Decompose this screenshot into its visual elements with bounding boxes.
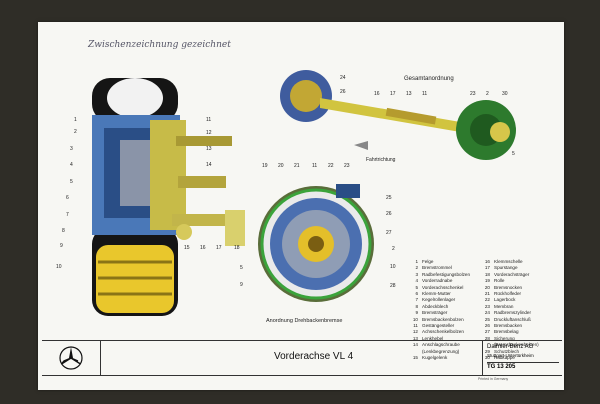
callout-17-top: 17 — [390, 91, 396, 97]
callout-1: 1 — [74, 117, 77, 123]
callout-27-drum: 27 — [386, 230, 392, 236]
callout-7: 7 — [66, 212, 69, 218]
callout-10-drum: 10 — [390, 264, 396, 270]
callout-3: 3 — [70, 146, 73, 152]
callout-16-top: 16 — [374, 91, 380, 97]
callout-9-drum: 9 — [240, 282, 243, 288]
callout-30-top: 30 — [502, 91, 508, 97]
callout-15: 15 — [184, 245, 190, 251]
callout-26-top: 26 — [340, 89, 346, 95]
callout-2-top: 2 — [486, 91, 489, 97]
callout-18: 18 — [234, 245, 240, 251]
title-block: Vorderachse VL 4 Daimler-Benz AG Stuttga… — [42, 340, 562, 376]
callout-12: 12 — [206, 130, 212, 136]
callout-23-top: 23 — [470, 91, 476, 97]
drum-brake — [258, 184, 374, 302]
axle-assembly — [280, 70, 516, 160]
callout-25-drum: 25 — [386, 195, 392, 201]
callout-24-top: 24 — [340, 75, 346, 81]
callout-9: 9 — [60, 243, 63, 249]
callout-4: 4 — [70, 162, 73, 168]
company-city: Stuttgart-Untertürkheim — [487, 353, 534, 358]
document-title: Vorderachse VL 4 — [274, 351, 354, 362]
callout-22-drum: 22 — [328, 163, 334, 169]
callout-21-drum: 21 — [294, 163, 300, 169]
callout-6: 6 — [66, 195, 69, 201]
mercedes-star-logo — [42, 341, 101, 375]
callout-19-drum: 19 — [262, 163, 268, 169]
company-block: Daimler-Benz AG Stuttgart-Untertürkheim … — [482, 341, 563, 375]
callout-13-top: 13 — [406, 91, 412, 97]
callout-26-drum: 26 — [386, 211, 392, 217]
callout-17: 17 — [216, 245, 222, 251]
callout-5-drum: 5 — [240, 265, 243, 271]
callout-11-top: 11 — [422, 91, 428, 97]
callout-5-top: 5 — [512, 151, 515, 157]
callout-11-drum: 11 — [312, 163, 318, 169]
callout-14: 14 — [206, 162, 212, 168]
document-code: TG 13 205 — [487, 362, 559, 370]
callout-28-drum: 28 — [390, 283, 396, 289]
handwritten-note: Zwischen­zeichnung gezeichnet — [88, 40, 231, 50]
legend-row: (Lenkbegrenzung) — [422, 348, 460, 354]
wheel-cutaway — [92, 78, 245, 316]
callout-23-drum: 23 — [344, 163, 350, 169]
callout-10: 10 — [56, 264, 62, 270]
callout-16: 16 — [200, 245, 206, 251]
callout-2-drum: 2 — [392, 246, 395, 252]
company-name: Daimler-Benz AG — [487, 344, 534, 350]
callout-5: 5 — [70, 179, 73, 185]
callout-8: 8 — [62, 228, 65, 234]
callout-20-drum: 20 — [278, 163, 284, 169]
label-drehbackenbremse: Anordnung Drehbackenbremse — [266, 318, 343, 324]
label-gesamtanordnung: Gesamtanordnung — [404, 76, 454, 82]
print-note: Printed in Germany — [478, 377, 509, 381]
callout-13: 13 — [206, 146, 212, 152]
callout-2: 2 — [74, 129, 77, 135]
legend-row: (Bremsbackenbolzen) — [494, 342, 539, 348]
callout-11: 11 — [206, 117, 212, 123]
mercedes-star-icon — [59, 346, 83, 370]
label-fahrtrichtung: Fahrtrichtung — [366, 157, 396, 163]
